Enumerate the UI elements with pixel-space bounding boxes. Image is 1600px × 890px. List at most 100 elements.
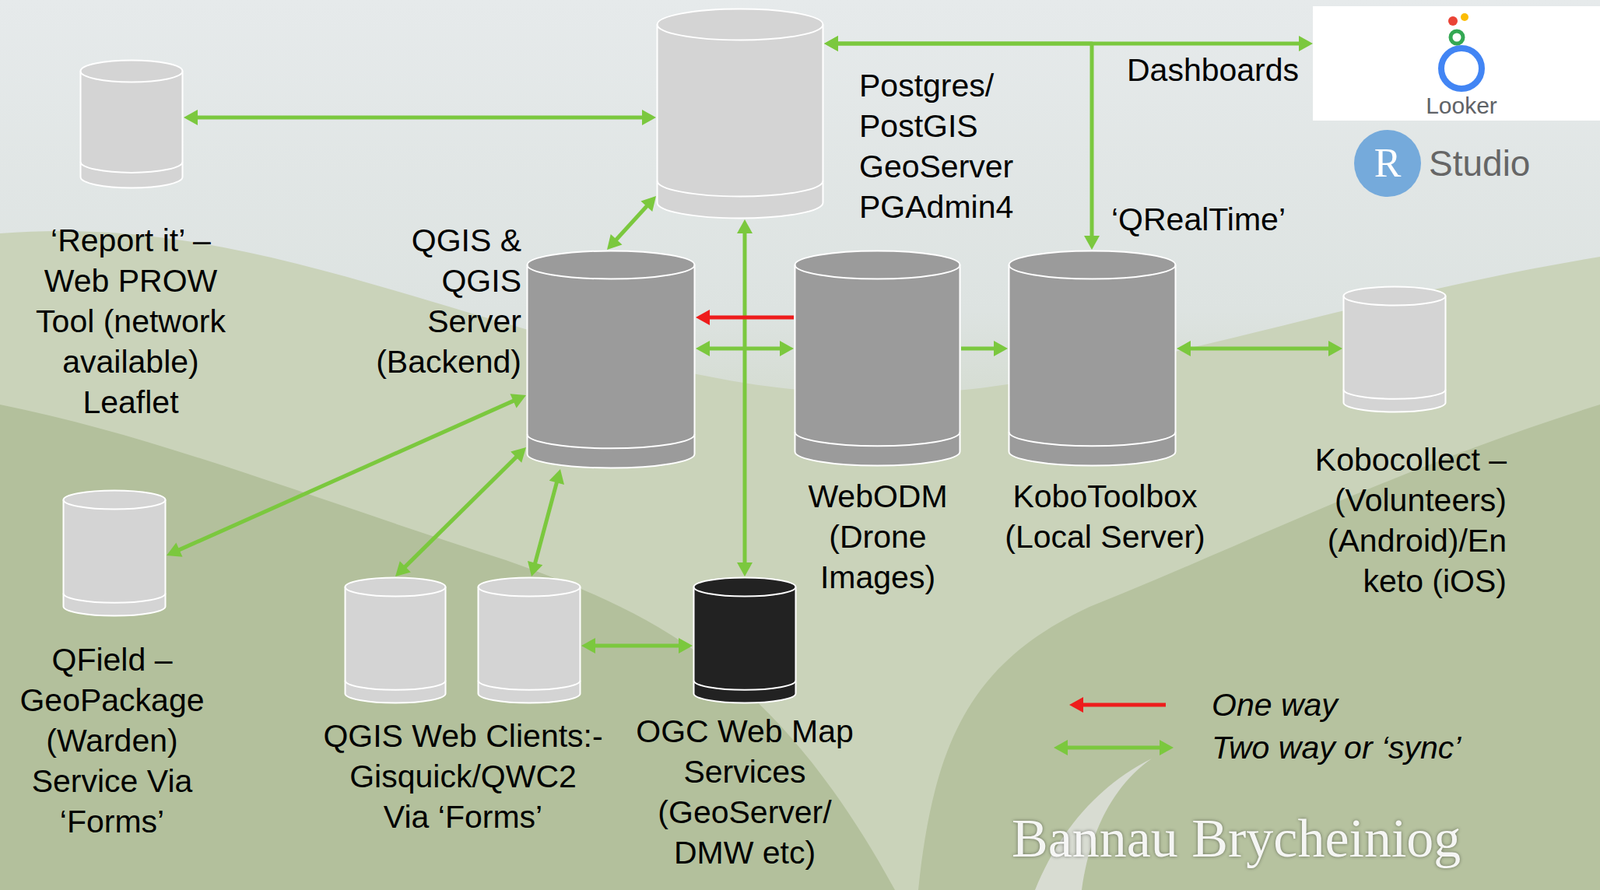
cylinder-rim	[1009, 265, 1176, 280]
arrow-head	[640, 196, 657, 212]
text-line: Postgres/	[859, 65, 1014, 106]
cylinder-band	[657, 181, 824, 197]
right-hill	[918, 404, 1600, 890]
cylinder-outline	[656, 7, 825, 220]
text-line: Dashboards	[1126, 49, 1299, 91]
cylinder-rim	[1343, 296, 1446, 306]
arrow-head	[509, 393, 527, 408]
cylinder-outline	[793, 249, 962, 467]
text-line: (Local Server)	[1004, 516, 1205, 558]
node-label: KoboToolbox (Local Server)	[1004, 476, 1205, 558]
text-line: Gisquick/QWC2	[322, 756, 603, 797]
text-line: ‘Forms’	[19, 801, 204, 843]
cylinder-body	[527, 251, 695, 469]
text-line: WebODM	[807, 476, 948, 517]
text-line: QField –	[19, 639, 204, 681]
cylinder-body	[657, 9, 824, 219]
connector	[736, 219, 753, 577]
text-line: KoboToolbox	[1004, 476, 1205, 517]
node-label: QField – GeoPackage (Warden) Service Via…	[19, 639, 204, 843]
node-label: Postgres/ PostGIS GeoServer PGAdmin4	[859, 65, 1014, 228]
connector-line	[961, 347, 998, 351]
connector	[824, 35, 1100, 250]
arrow-head	[695, 340, 710, 357]
cylinder-body	[345, 578, 446, 704]
text-line: keto (iOS)	[1315, 561, 1507, 602]
node-label: QGIS & QGIS Server (Backend)	[375, 220, 522, 383]
text-line: Via ‘Forms’	[322, 796, 603, 838]
text-line: ‘QRealTime’	[1111, 199, 1286, 240]
text-line: Leaflet	[35, 382, 226, 423]
arrow-head	[1084, 235, 1100, 250]
text-line: Service Via	[19, 761, 204, 802]
text-line: available)	[35, 341, 226, 383]
arrow-head	[642, 109, 657, 126]
arrow-head	[527, 561, 543, 577]
database-cylinder	[477, 576, 582, 705]
legend-text: One way	[1211, 684, 1338, 726]
text-line: Studio	[1428, 140, 1530, 187]
cylinder-outline	[477, 576, 582, 705]
connector	[183, 109, 657, 126]
cylinder-body	[80, 60, 183, 189]
connector-line	[533, 478, 558, 568]
database-cylinder: Postgres/ PostGIS GeoServer PGAdmin4	[656, 7, 825, 220]
database-cylinder: QGIS & QGIS Server (Backend)	[526, 249, 696, 470]
cylinder-rim	[657, 24, 824, 41]
connector-line	[1186, 347, 1334, 351]
arrow-head	[395, 561, 411, 577]
connector-line	[175, 399, 518, 552]
node-label: QGIS Web Clients:- Gisquick/QWC2 Via ‘Fo…	[322, 715, 603, 838]
arrow-head	[824, 35, 839, 52]
cylinder-rim	[478, 587, 581, 597]
text-line: (Drone	[807, 516, 948, 558]
cylinder-band	[1009, 431, 1176, 446]
text-line: GeoServer	[859, 146, 1014, 187]
text-line: Bannau Brycheiniog	[1011, 806, 1461, 872]
text-line: R	[1374, 138, 1402, 189]
cylinder-body	[1009, 251, 1176, 467]
text-line: (Volunteers)	[1315, 480, 1507, 521]
edge-label: Dashboards	[1126, 49, 1299, 91]
logo-panel: Looker	[1312, 6, 1600, 121]
text-line: Tool (network	[35, 301, 226, 342]
database-cylinder: QGIS Web Clients:- Gisquick/QWC2 Via ‘Fo…	[343, 576, 447, 705]
cylinder-body	[694, 578, 797, 704]
cylinder-outline	[79, 59, 184, 190]
cylinder-outline	[526, 249, 696, 470]
connector-line	[705, 315, 794, 320]
text-line: Kobocollect –	[1315, 439, 1507, 481]
node-label: OGC Web Map Services (GeoServer/ DMW etc…	[635, 711, 854, 874]
logo-text: Studio	[1428, 140, 1530, 187]
cylinder-body	[795, 251, 961, 467]
text-line: One way	[1211, 684, 1338, 726]
cylinder-band	[527, 434, 695, 449]
connector-line	[402, 454, 520, 570]
arrow-head	[510, 447, 527, 464]
cylinder-body	[478, 578, 581, 704]
cylinder-body	[1343, 287, 1446, 413]
text-line: (GeoServer/	[635, 792, 854, 833]
left-hill	[0, 404, 895, 890]
database-cylinder: KoboToolbox (Local Server)	[1007, 249, 1177, 467]
connector	[695, 340, 794, 357]
text-line: PGAdmin4	[859, 186, 1014, 228]
database-cylinder: WebODM (Drone Images)	[793, 249, 962, 467]
node-label: Looker	[1425, 91, 1498, 120]
arrow-head	[993, 340, 1008, 357]
cylinder-band	[694, 680, 797, 691]
connector	[581, 638, 693, 654]
text-line: Services	[635, 751, 854, 793]
connector	[395, 447, 527, 577]
text-line: (Android)/En	[1315, 520, 1507, 562]
legend-text: Two way or ‘sync’	[1211, 727, 1461, 769]
text-line: Two way or ‘sync’	[1211, 727, 1461, 769]
cylinder-band	[345, 680, 446, 691]
arrow-head	[1176, 340, 1191, 357]
arrow-head	[549, 469, 565, 485]
connector	[961, 340, 1008, 357]
text-line: QGIS Web Clients:-	[322, 715, 603, 757]
cylinder-rim	[63, 500, 166, 510]
text-line: ‘Report it’ –	[35, 220, 226, 261]
connector	[166, 393, 527, 558]
